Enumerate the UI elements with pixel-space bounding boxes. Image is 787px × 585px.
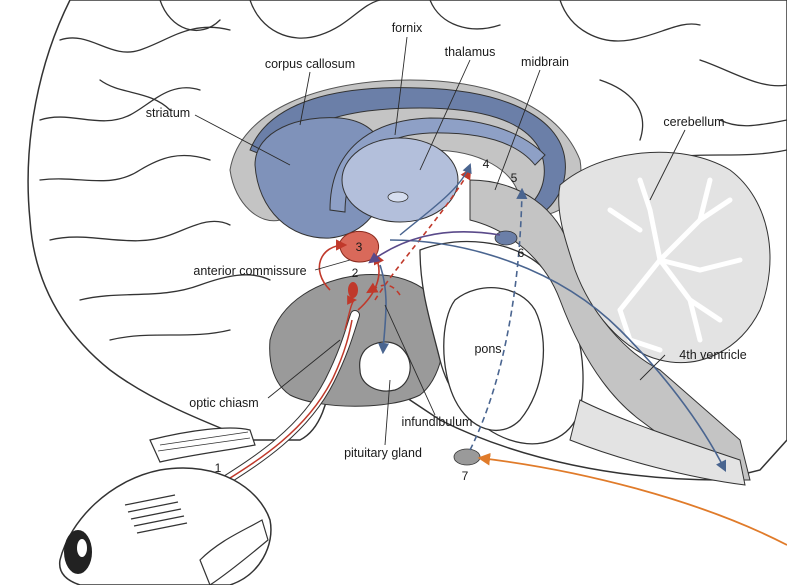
pituitary-shape (359, 341, 411, 392)
number-7: 7 (462, 469, 469, 483)
nucleus-6 (494, 230, 518, 246)
arrow-purple (368, 231, 501, 264)
pons-shape (443, 287, 544, 431)
number-1: 1 (215, 461, 222, 475)
thalamus-center (387, 191, 409, 203)
number-4: 4 (483, 157, 490, 171)
nucleus-7 (453, 448, 481, 466)
number-5: 5 (511, 171, 518, 185)
number-3: 3 (356, 240, 363, 254)
medulla (569, 399, 746, 486)
label-midbrain: midbrain (521, 55, 569, 69)
arrow-orange (477, 452, 787, 546)
arrow-red-optic (344, 295, 357, 331)
label-thalamus: thalamus (445, 45, 496, 59)
label-pons: pons (474, 342, 501, 356)
arbor-vitae (607, 177, 743, 353)
number-6: 6 (518, 246, 525, 260)
label-infundibulum: infundibulum (402, 415, 473, 429)
number-2: 2 (352, 266, 359, 280)
arrow-blue-long (389, 239, 727, 473)
leader-lines (194, 36, 686, 446)
nucleus-2 (348, 282, 358, 298)
label-striatum: striatum (146, 106, 190, 120)
label-corpus-callosum: corpus callosum (265, 57, 355, 71)
optic-pathway (190, 310, 360, 505)
label-fornix: fornix (392, 21, 423, 35)
label-cerebellum: cerebellum (663, 115, 724, 129)
label-anterior-commissure: anterior commissure (193, 264, 306, 278)
label-pituitary-gland: pituitary gland (344, 446, 422, 460)
thalamus-shape (341, 137, 459, 223)
arrow-blue-4 (399, 163, 472, 236)
pathway-arrows (318, 163, 787, 546)
arrow-red-3 (318, 239, 348, 291)
arrow-red-dashed-4 (374, 168, 472, 301)
label-optic-chiasm: optic chiasm (189, 396, 258, 410)
eye (58, 427, 272, 585)
label-4th-ventricle: 4th ventricle (679, 348, 746, 362)
